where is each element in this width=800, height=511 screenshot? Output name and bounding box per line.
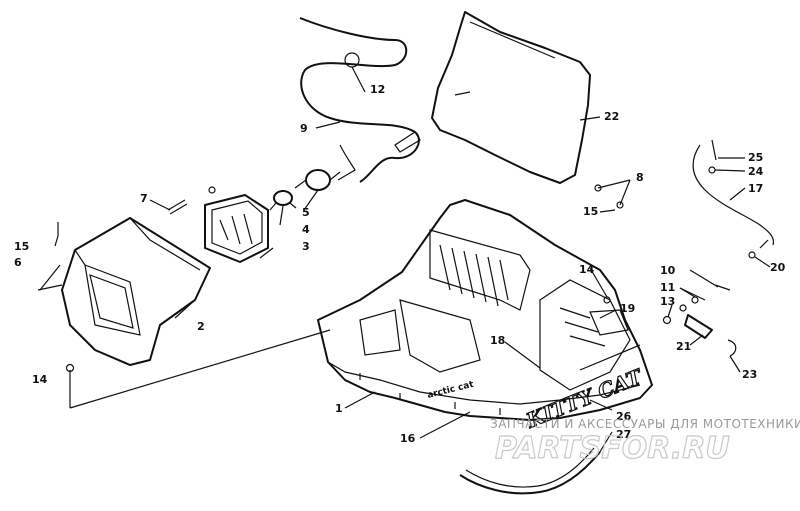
callout-2: 2 [197, 320, 205, 333]
callout-10: 10 [660, 264, 676, 277]
callout-6: 6 [14, 256, 22, 269]
headlight-housing [61, 217, 211, 366]
callout-17: 17 [748, 182, 763, 195]
watermark: ЗАПЧАСТИ И АКСЕССУАРЫ ДЛЯ МОТОТЕХНИКИ PA… [490, 417, 800, 467]
callout-12: 12 [370, 83, 385, 96]
callout-20: 20 [770, 261, 786, 274]
callout-9: 9 [300, 122, 308, 135]
callout-3: 3 [302, 240, 310, 253]
callout-23: 23 [742, 368, 757, 381]
callout-13: 13 [660, 295, 675, 308]
callout-15b: 15 [583, 205, 598, 218]
callout-25: 25 [748, 151, 763, 164]
callout-14a: 14 [32, 373, 48, 386]
hood-badge: arctic cat [426, 380, 475, 401]
watermark-brand: PARTSFOR.RU [495, 431, 730, 466]
callout-7: 7 [140, 192, 148, 205]
callout-24: 24 [748, 165, 764, 178]
callout-5: 5 [302, 206, 310, 219]
callout-16: 16 [400, 432, 416, 445]
socket [294, 169, 341, 191]
windshield [431, 11, 591, 184]
callout-8: 8 [636, 171, 644, 184]
callout-1: 1 [335, 402, 343, 415]
callout-15a: 15 [14, 240, 29, 253]
hood [317, 199, 653, 421]
headlight [204, 194, 269, 263]
callout-26: 26 [616, 410, 632, 423]
fasteners [37, 184, 624, 373]
leader-lines [39, 66, 771, 456]
callout-18: 18 [490, 334, 505, 347]
callouts: 1 2 3 4 5 6 7 8 9 10 11 12 13 14 14 14 1… [14, 83, 786, 445]
callout-27: 27 [616, 428, 631, 441]
callout-4: 4 [302, 223, 310, 236]
callout-21: 21 [676, 340, 691, 353]
callout-14b: 14 [579, 263, 595, 276]
bulb [269, 190, 297, 211]
watermark-tagline: ЗАПЧАСТИ И АКСЕССУАРЫ ДЛЯ МОТОТЕХНИКИ [490, 417, 800, 431]
wiring-harness [299, 17, 421, 183]
callout-19: 19 [620, 302, 635, 315]
callout-22: 22 [604, 110, 619, 123]
callout-11: 11 [660, 281, 675, 294]
trim-strip [459, 447, 601, 495]
